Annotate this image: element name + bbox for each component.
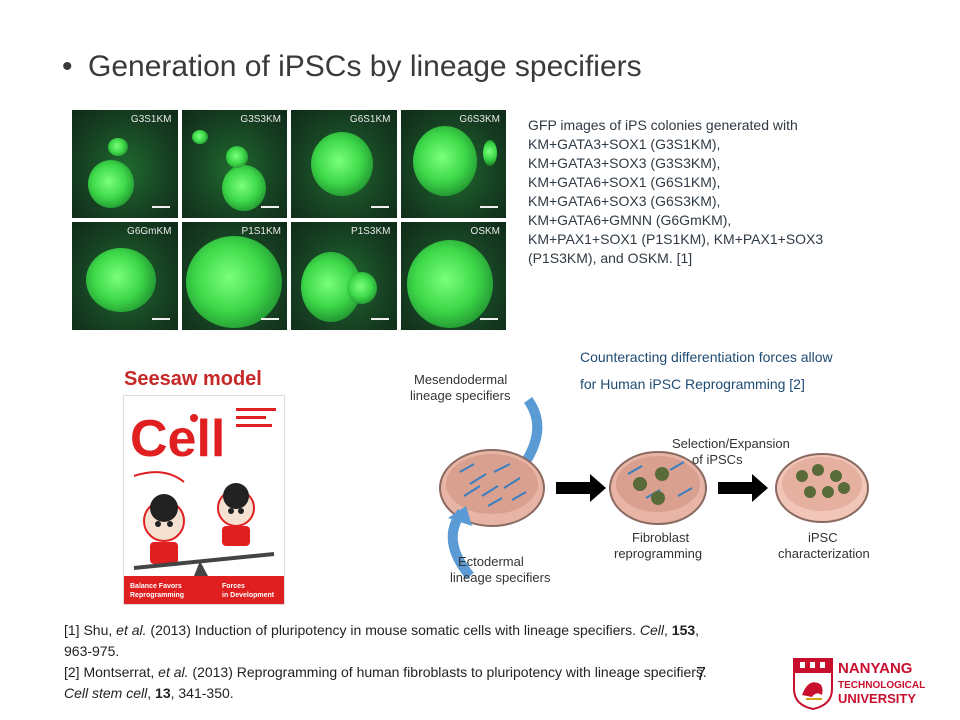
- reference-1: [1] Shu, et al. (2013) Induction of plur…: [64, 620, 714, 662]
- cover-caption-left-2: Reprogramming: [130, 592, 184, 599]
- gfp-panel: P1S1KM: [181, 222, 287, 330]
- gfp-panel: G6S3KM: [400, 110, 506, 218]
- ref-volume: 153: [671, 622, 696, 638]
- arrow-right-icon: [718, 474, 768, 502]
- gfp-panel-label: G6S3KM: [459, 114, 500, 125]
- slide-title: • Generation of iPSCs by lineage specifie…: [62, 50, 642, 84]
- gfp-caption-line: KM+GATA3+SOX3 (G3S3KM),: [528, 155, 721, 171]
- scale-bar: [151, 206, 170, 208]
- ref-etal: et al.: [116, 622, 147, 638]
- ref-text: [2] Montserrat,: [64, 664, 159, 680]
- diagram-caption-line: for Human iPSC Reprogramming [2]: [580, 376, 805, 392]
- ref-journal: Cell stem cell: [64, 685, 148, 701]
- arrow-right-icon: [556, 474, 606, 502]
- gfp-panel-label: G6S1KM: [349, 114, 391, 125]
- scale-bar: [151, 318, 170, 320]
- cover-caption-right-2: in Development: [222, 592, 275, 599]
- gfp-caption-line: KM+GATA6+GMNN (G6GmKM),: [528, 212, 732, 228]
- seesaw-model-label: Seesaw model: [124, 368, 262, 390]
- gfp-panel: G3S3KM: [181, 110, 287, 218]
- ref-text: , 963-975.: [64, 622, 700, 659]
- ipsc-label-2: characterization: [778, 546, 870, 561]
- scale-bar: [261, 206, 279, 208]
- gfp-caption-line: GFP images of iPS colonies generated wit…: [528, 117, 798, 133]
- ectodermal-label: Ectodermal: [458, 554, 524, 569]
- scale-bar: [480, 318, 498, 320]
- gfp-caption: GFP images of iPS colonies generated wit…: [528, 116, 918, 268]
- ref-text: (2013) Reprogramming of human fibroblast…: [188, 664, 707, 680]
- ref-text: (2013) Induction of pluripotency in mous…: [146, 622, 640, 638]
- gfp-panel: P1S3KM: [291, 222, 397, 330]
- gfp-panel-label: G6GmKM: [127, 226, 172, 237]
- gfp-panel-label: OSKM: [470, 226, 500, 237]
- gfp-caption-line: KM+GATA3+SOX1 (G3S1KM),: [528, 136, 721, 152]
- scale-bar: [370, 206, 389, 208]
- gfp-caption-line: KM+GATA6+SOX3 (G6S3KM),: [528, 193, 721, 209]
- gfp-panel-label: G3S3KM: [240, 114, 281, 125]
- gfp-panel-label: P1S3KM: [351, 226, 391, 237]
- gfp-panel: G6GmKM: [72, 222, 178, 330]
- bullet: •: [62, 50, 73, 83]
- scale-bar: [261, 318, 279, 320]
- fibroblast-label-2: reprogramming: [614, 546, 702, 561]
- ipsc-label: iPSC: [808, 530, 838, 545]
- scale-bar: [370, 318, 389, 320]
- cover-caption-left-1: Balance Favors: [130, 583, 182, 590]
- gfp-panel: OSKM: [400, 222, 506, 330]
- mesendodermal-label-2: lineage specifiers: [410, 388, 511, 403]
- ref-etal: et al.: [158, 664, 189, 680]
- ref-text: ,: [664, 622, 672, 638]
- reprogramming-diagram: Mesendodermal lineage specifiers Ectoder…: [410, 372, 870, 585]
- gfp-panel: G3S1KM: [72, 110, 178, 218]
- ref-volume: 13: [155, 685, 171, 701]
- ref-text: ,: [147, 685, 156, 701]
- cell-cover-title: Cell: [130, 410, 225, 468]
- selection-label: Selection/Expansion: [672, 436, 790, 451]
- title-text: Generation of iPSCs by lineage specifier…: [88, 50, 642, 83]
- ntu-logo: NANYANG TECHNOLOGICAL UNIVERSITY: [792, 655, 942, 711]
- gfp-caption-line: KM+GATA6+SOX1 (G6S1KM),: [528, 174, 721, 190]
- diagram-caption: Counteracting differentiation forces all…: [580, 344, 920, 398]
- mesendodermal-label: Mesendodermal: [414, 372, 507, 387]
- logo-line-1: NANYANG: [838, 660, 912, 677]
- ref-text: , 341-350.: [170, 685, 234, 701]
- ectodermal-label-2: lineage specifiers: [450, 570, 551, 585]
- gfp-panel-label: P1S1KM: [241, 226, 281, 237]
- selection-label-2: of iPSCs: [692, 452, 743, 467]
- cover-caption-right-1: Forces: [222, 583, 245, 590]
- gfp-panel-label: G3S1KM: [130, 114, 172, 125]
- references: [1] Shu, et al. (2013) Induction of plur…: [64, 620, 714, 704]
- gfp-image-grid: G3S1KM G3S3KM G6S1KM G6S3KM G6GmKM P1S1K…: [72, 110, 506, 330]
- ntu-crest-icon: NANYANG TECHNOLOGICAL UNIVERSITY: [793, 658, 925, 711]
- ref-journal: Cell: [639, 622, 664, 638]
- gfp-caption-line: (P1S3KM), and OSKM. [1]: [528, 250, 693, 266]
- gfp-caption-line: KM+PAX1+SOX1 (P1S1KM), KM+PAX1+SOX3: [528, 231, 824, 247]
- cell-cover-illustration: Cell Balance Favors Reprogramming Forces…: [124, 396, 284, 604]
- logo-line-3: UNIVERSITY: [838, 691, 916, 706]
- logo-line-2: TECHNOLOGICAL: [838, 680, 925, 691]
- gfp-panel: G6S1KM: [291, 110, 397, 218]
- cell-journal-cover: Cell Balance Favors Reprogramming Forces…: [123, 395, 285, 605]
- scale-bar: [480, 206, 498, 208]
- diagram-caption-line: Counteracting differentiation forces all…: [580, 349, 833, 365]
- ref-text: [1] Shu,: [64, 622, 117, 638]
- page-number: 7: [696, 664, 707, 684]
- reference-2: [2] Montserrat, et al. (2013) Reprogramm…: [64, 662, 714, 704]
- fibroblast-label: Fibroblast: [632, 530, 689, 545]
